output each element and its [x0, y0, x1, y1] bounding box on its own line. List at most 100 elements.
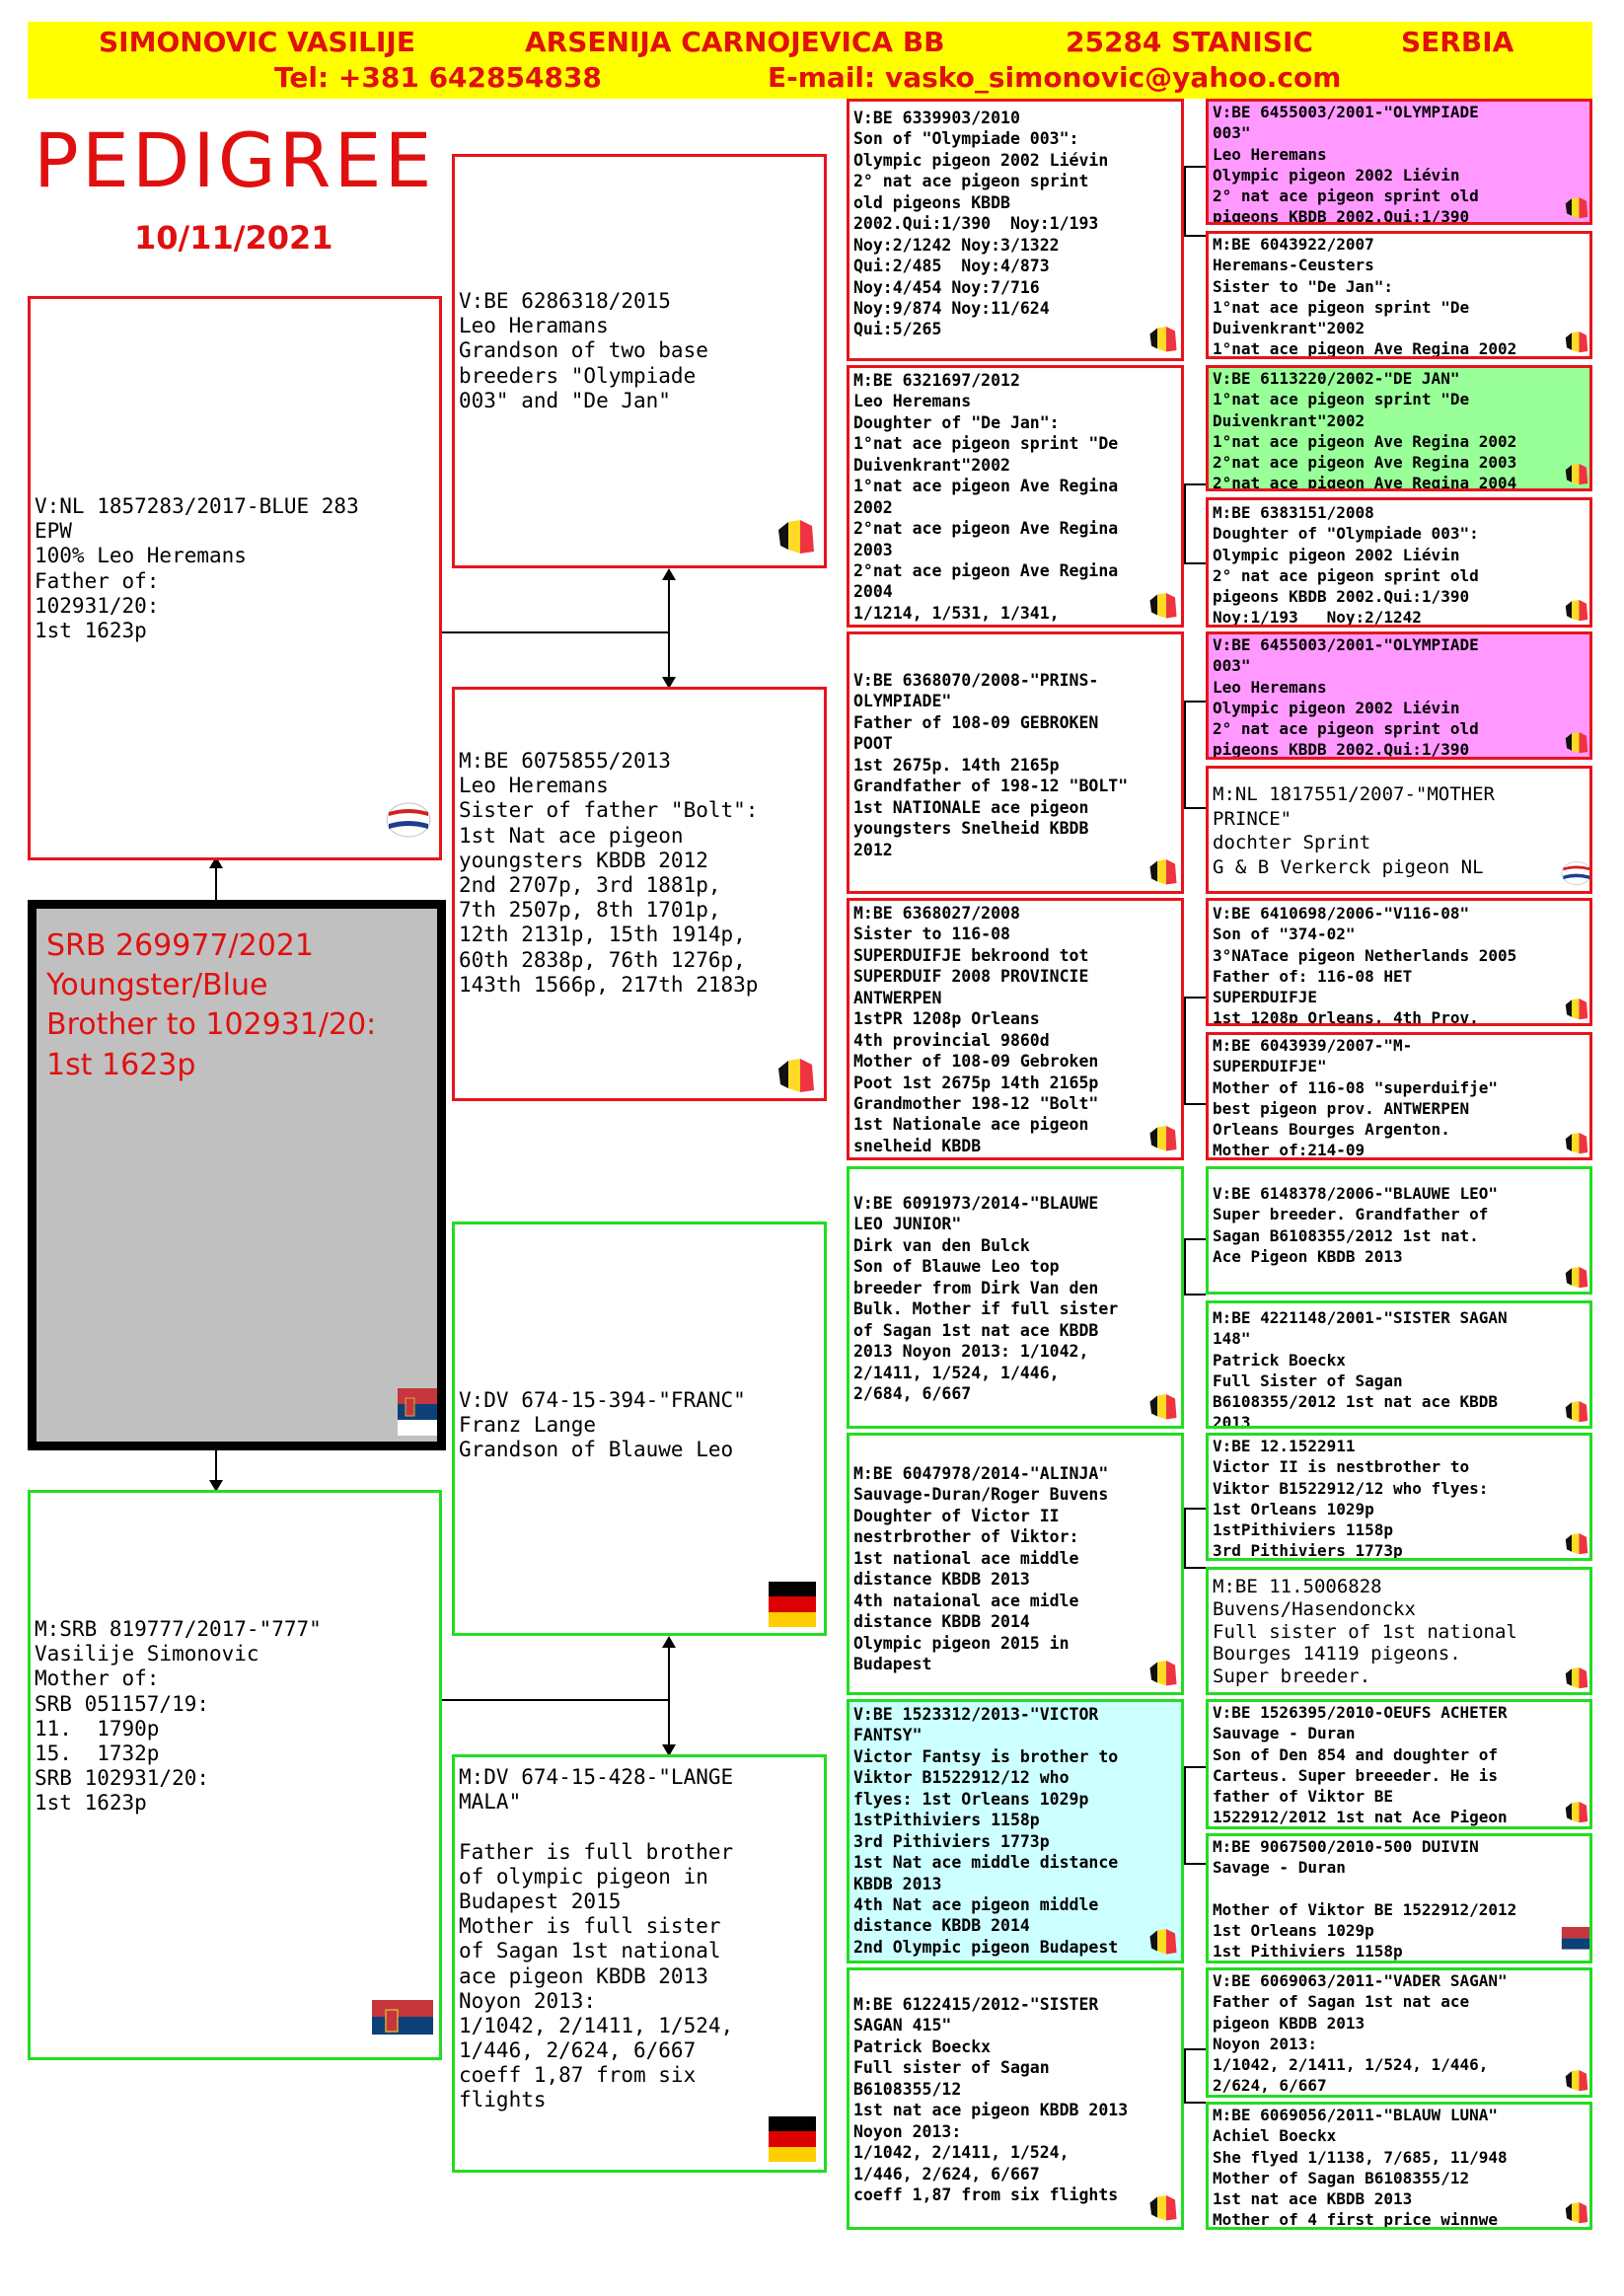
maternal-grandfather-info: V:DV 674-15-394-"FRANC" Franz Lange Gran…	[459, 1388, 746, 1462]
ancestor-info: V:BE 6069063/2011-"VADER SAGAN" Father o…	[1213, 1971, 1508, 2096]
great-grandparent-info: M:BE 6047978/2014-"ALINJA" Sauvage-Duran…	[853, 1464, 1109, 1673]
great-grandparent-info: V:BE 6091973/2014-"BLAUWE LEO JUNIOR" Di…	[853, 1194, 1119, 1403]
ancestor-info: M:BE 6043922/2007 Heremans-Ceusters Sist…	[1213, 235, 1517, 359]
great-grandparent-box: M:BE 6122415/2012-"SISTER SAGAN 415" Pat…	[847, 1967, 1184, 2230]
belgium-flag-icon	[1149, 1929, 1177, 1955]
serbia-flag-icon	[372, 2000, 433, 2051]
belgium-flag-icon	[778, 520, 814, 554]
paternal-grandfather-box: V:BE 6286318/2015 Leo Heramans Grandson …	[452, 154, 827, 568]
contact-header: SIMONOVIC VASILIJE ARSENIJA CARNOJEVICA …	[28, 22, 1592, 99]
belgium-flag-icon	[1565, 1802, 1588, 1823]
ancestor-box: V:BE 6113220/2002-"DE JAN" 1°nat ace pig…	[1206, 365, 1592, 491]
subject-pigeon: SRB 269977/2021 Youngster/Blue Brother t…	[28, 900, 446, 1450]
ancestor-info: M:BE 6383151/2008 Doughter of "Olympiade…	[1213, 503, 1479, 628]
ancestor-box: M:BE 6069056/2011-"BLAUW LUNA" Achiel Bo…	[1206, 2102, 1592, 2230]
ancestor-info: M:BE 4221148/2001-"SISTER SAGAN 148" Pat…	[1213, 1308, 1508, 1429]
great-grandparent-info: M:BE 6122415/2012-"SISTER SAGAN 415" Pat…	[853, 1995, 1129, 2204]
ancestor-info: M:NL 1817551/2007-"MOTHER PRINCE" dochte…	[1213, 783, 1495, 879]
belgium-flag-icon	[1565, 1133, 1588, 1154]
ancestor-info: M:BE 6069056/2011-"BLAUW LUNA" Achiel Bo…	[1213, 2106, 1508, 2230]
belgium-flag-icon	[1565, 999, 1588, 1020]
connector-line	[215, 1450, 217, 1488]
great-grandparent-info: M:BE 6321697/2012 Leo Heremans Doughter …	[853, 371, 1119, 623]
belgium-flag-icon	[1565, 1667, 1588, 1689]
great-grandparent-box: V:BE 6368070/2008-"PRINS- OLYMPIADE" Fat…	[847, 631, 1184, 894]
ancestor-info: M:BE 9067500/2010-500 DUIVIN Savage - Du…	[1213, 1837, 1517, 1962]
connector-line	[1184, 2102, 1206, 2104]
great-grandparent-info: V:BE 6368070/2008-"PRINS- OLYMPIADE" Fat…	[853, 671, 1129, 859]
great-grandparent-box: V:BE 6339903/2010 Son of "Olympiade 003"…	[847, 99, 1184, 361]
belgium-flag-icon	[1149, 2195, 1177, 2221]
ancestor-box: M:BE 6043939/2007-"M- SUPERDUIFJE" Mothe…	[1206, 1032, 1592, 1160]
ancestor-info: V:BE 12.1522911 Victor II is nestbrother…	[1213, 1437, 1489, 1561]
ancestor-box: V:BE 6455003/2001-"OLYMPIADE 003" Leo He…	[1206, 99, 1592, 225]
connector-line	[442, 631, 669, 633]
belgium-flag-icon	[1565, 197, 1588, 219]
belgium-flag-icon	[1149, 327, 1177, 352]
arrow-up-icon	[662, 1636, 676, 1648]
connector-line	[442, 1699, 669, 1701]
ancestor-box: V:BE 1526395/2010-OEUFS ACHETER Sauvage …	[1206, 1699, 1592, 1829]
ancestor-info: V:BE 6455003/2001-"OLYMPIADE 003" Leo He…	[1213, 635, 1479, 760]
serbia-flag-icon	[1561, 1927, 1589, 1961]
connector-line	[1184, 1766, 1186, 1865]
connector-line	[1184, 1863, 1206, 1865]
belgium-flag-icon	[1565, 2202, 1588, 2224]
breeder-email[interactable]: E-mail: vasko_simonovic@yahoo.com	[768, 61, 1342, 94]
great-grandparent-box: V:BE 1523312/2013-"VICTOR FANTSY" Victor…	[847, 1699, 1184, 1963]
connector-line	[1184, 2048, 1186, 2104]
great-grandparent-box: M:BE 6321697/2012 Leo Heremans Doughter …	[847, 365, 1184, 628]
connector-line	[1184, 1238, 1186, 1296]
belgium-flag-icon	[1149, 593, 1177, 619]
connector-line	[1184, 483, 1206, 485]
connector-line	[1184, 2048, 1206, 2050]
maternal-grandmother-box: M:DV 674-15-428-"LANGE MALA" Father is f…	[452, 1754, 827, 2173]
ancestor-box: M:BE 6043922/2007 Heremans-Ceusters Sist…	[1206, 231, 1592, 359]
belgium-flag-icon	[1565, 2070, 1588, 2092]
connector-line	[1184, 997, 1206, 999]
connector-line	[1184, 483, 1186, 564]
breeder-name: SIMONOVIC VASILIJE	[99, 26, 415, 58]
ancestor-info: V:BE 6113220/2002-"DE JAN" 1°nat ace pig…	[1213, 369, 1517, 491]
breeder-street: ARSENIJA CARNOJEVICA BB	[525, 26, 945, 58]
ancestor-box: M:NL 1817551/2007-"MOTHER PRINCE" dochte…	[1206, 766, 1592, 894]
arrow-down-icon	[209, 1480, 223, 1492]
ancestor-box: V:BE 6410698/2006-"V116-08" Son of "374-…	[1206, 898, 1592, 1026]
ancestor-box: M:BE 9067500/2010-500 DUIVIN Savage - Du…	[1206, 1833, 1592, 1963]
belgium-flag-icon	[1149, 1126, 1177, 1151]
connector-line	[1184, 1508, 1186, 1569]
maternal-grandmother-info: M:DV 674-15-428-"LANGE MALA" Father is f…	[459, 1765, 734, 2112]
ancestor-info: M:BE 11.5006828 Buvens/Hasendonckx Full …	[1213, 1576, 1517, 1688]
belgium-flag-icon	[1565, 1267, 1588, 1289]
pedigree-date: 10/11/2021	[134, 219, 333, 257]
breeder-country: SERBIA	[1401, 26, 1514, 58]
belgium-flag-icon	[1565, 1401, 1588, 1423]
belgium-flag-icon	[778, 1059, 814, 1092]
ancestor-box: M:BE 11.5006828 Buvens/Hasendonckx Full …	[1206, 1567, 1592, 1695]
ancestor-info: V:BE 6455003/2001-"OLYMPIADE 003" Leo He…	[1213, 103, 1479, 225]
connector-line	[1184, 1508, 1206, 1510]
belgium-flag-icon	[1565, 464, 1588, 485]
connector-line	[1184, 562, 1206, 564]
belgium-flag-icon	[1565, 600, 1588, 622]
belgium-flag-icon	[1565, 732, 1588, 754]
arrow-up-icon	[662, 568, 676, 580]
connector-line	[215, 860, 217, 900]
connector-line	[1184, 166, 1206, 168]
connector-line	[1184, 701, 1186, 809]
ancestor-info: V:BE 6410698/2006-"V116-08" Son of "374-…	[1213, 904, 1517, 1026]
belgium-flag-icon	[1149, 859, 1177, 885]
connector-line	[1184, 235, 1206, 237]
connector-line	[668, 570, 670, 681]
connector-line	[1184, 166, 1186, 237]
ancestor-box: V:BE 12.1522911 Victor II is nestbrother…	[1206, 1433, 1592, 1561]
breeder-city: 25284 STANISIC	[1066, 26, 1313, 58]
great-grandparent-info: V:BE 1523312/2013-"VICTOR FANTSY" Victor…	[853, 1705, 1119, 1957]
page-title: PEDIGREE	[34, 116, 435, 204]
paternal-grandmother-info: M:BE 6075855/2013 Leo Heremans Sister of…	[459, 749, 759, 997]
belgium-flag-icon	[1565, 1533, 1588, 1555]
connector-line	[1184, 1567, 1206, 1569]
great-grandparent-info: V:BE 6339903/2010 Son of "Olympiade 003"…	[853, 109, 1109, 339]
ancestor-box: M:BE 6383151/2008 Doughter of "Olympiade…	[1206, 497, 1592, 628]
belgium-flag-icon	[1149, 1394, 1177, 1420]
